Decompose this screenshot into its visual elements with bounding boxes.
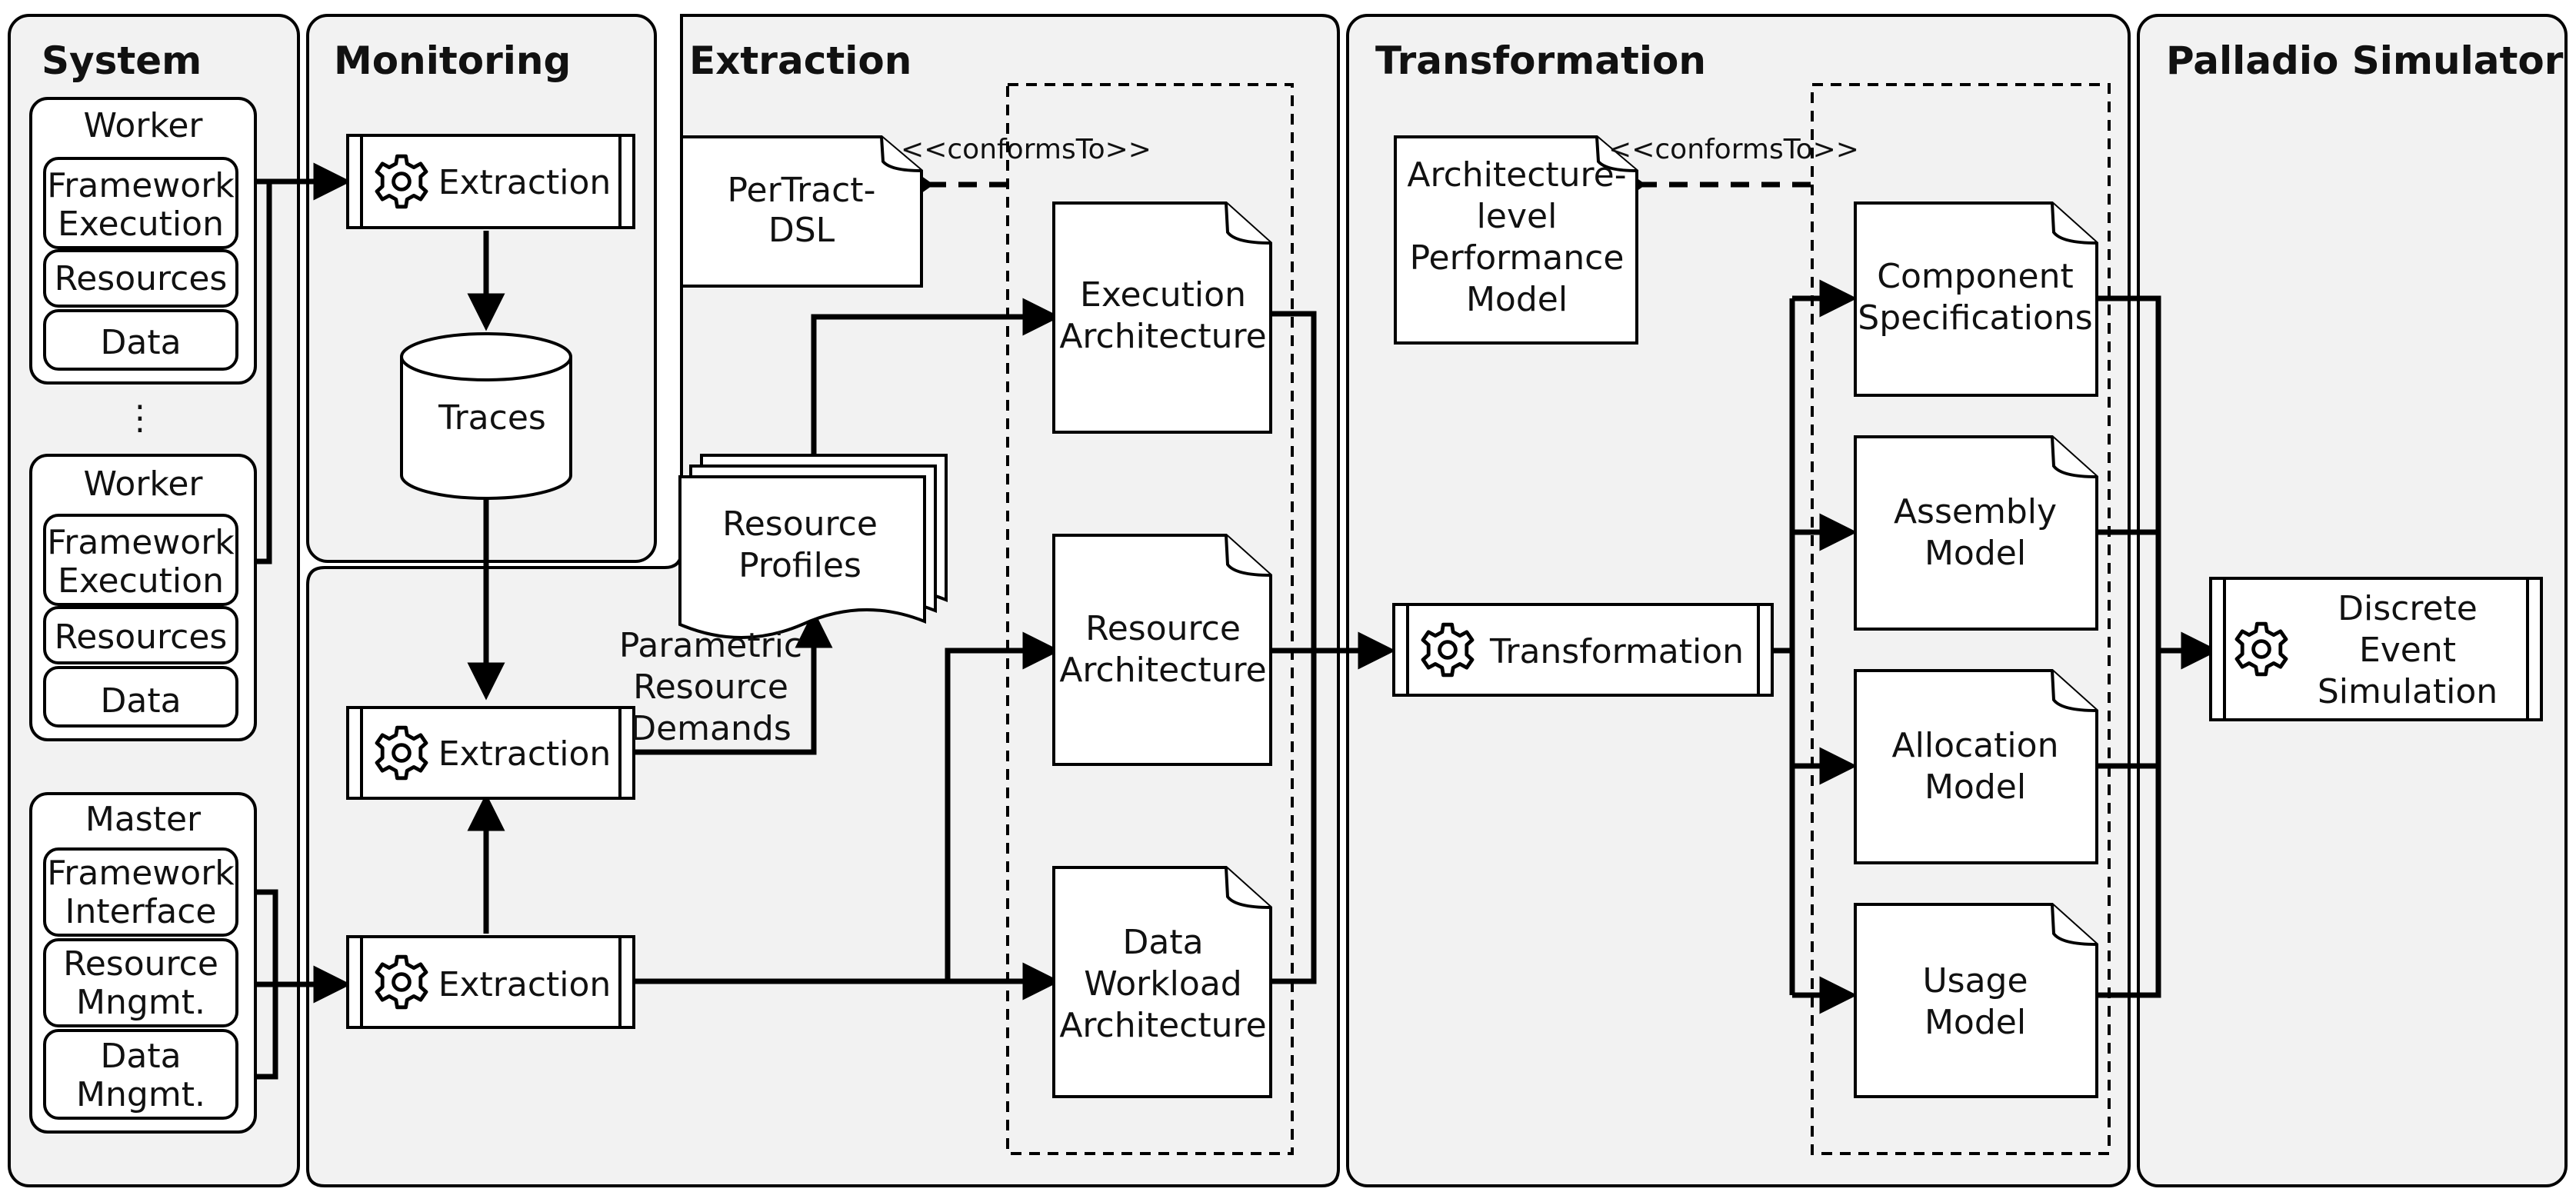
- pertract-dsl-label: PerTract-DSL: [728, 171, 876, 250]
- master-resource-mngmt-box: [43, 938, 238, 1027]
- extraction-bottom-label: Extraction: [438, 965, 612, 1004]
- extraction-process-top: Extraction: [346, 134, 635, 229]
- worker-2-resources-box: [43, 606, 238, 664]
- transformation-models-boundary: [1811, 83, 2111, 1155]
- master-data-mngmt-box: [43, 1029, 238, 1120]
- models-fanin-bus: [2094, 295, 2161, 998]
- worker-2-data-box: [43, 666, 238, 728]
- worker-2-item-1: Resources: [55, 618, 228, 657]
- transformation-process: Transformation: [1392, 603, 1774, 697]
- worker-2-framework-execution-box: [43, 514, 238, 606]
- extraction-top-label: Extraction: [438, 163, 612, 202]
- traces-label: Traces: [438, 398, 546, 438]
- transformation-title: Transformation: [1375, 38, 1706, 83]
- worker-1-data-box: [43, 309, 238, 371]
- extraction-to-resource-arrow: [945, 631, 1061, 981]
- pertract-dsl-document: PerTract-DSL: [680, 135, 923, 288]
- extraction-models-boundary: [1006, 83, 1294, 1155]
- workers-ellipsis: ⋮: [123, 398, 157, 438]
- master-title: Master: [85, 800, 202, 839]
- worker-2-title: Worker: [83, 464, 203, 504]
- worker-2-item-2: Data: [100, 681, 181, 721]
- worker-1-item-1: Resources: [55, 259, 228, 298]
- profiles-to-execution-arrow: [811, 298, 1061, 460]
- master-framework-interface-box: [43, 847, 238, 937]
- worker-1-item-2: Data: [100, 323, 181, 362]
- traces-database: Traces: [400, 332, 572, 500]
- worker-1-resources-box: [43, 249, 238, 308]
- conforms-to-label-1: <<conformsTo>>: [901, 134, 1151, 165]
- extraction-title: Extraction: [689, 38, 911, 83]
- transformation-process-label: Transformation: [1489, 632, 1744, 671]
- worker-1-framework-execution-box: [43, 157, 238, 249]
- extraction-process-mid: Extraction: [346, 706, 635, 800]
- conforms-to-label-2: <<conformsTo>>: [1608, 134, 1859, 165]
- palladio-title: Palladio Simulator: [2166, 38, 2564, 83]
- worker-1-title: Worker: [83, 106, 203, 145]
- system-title: System: [42, 38, 202, 83]
- monitoring-title: Monitoring: [334, 38, 571, 83]
- parametric-demands-arrow: [634, 610, 833, 755]
- extraction-mid-label: Extraction: [438, 734, 612, 774]
- extraction-process-bottom: Extraction: [346, 935, 635, 1029]
